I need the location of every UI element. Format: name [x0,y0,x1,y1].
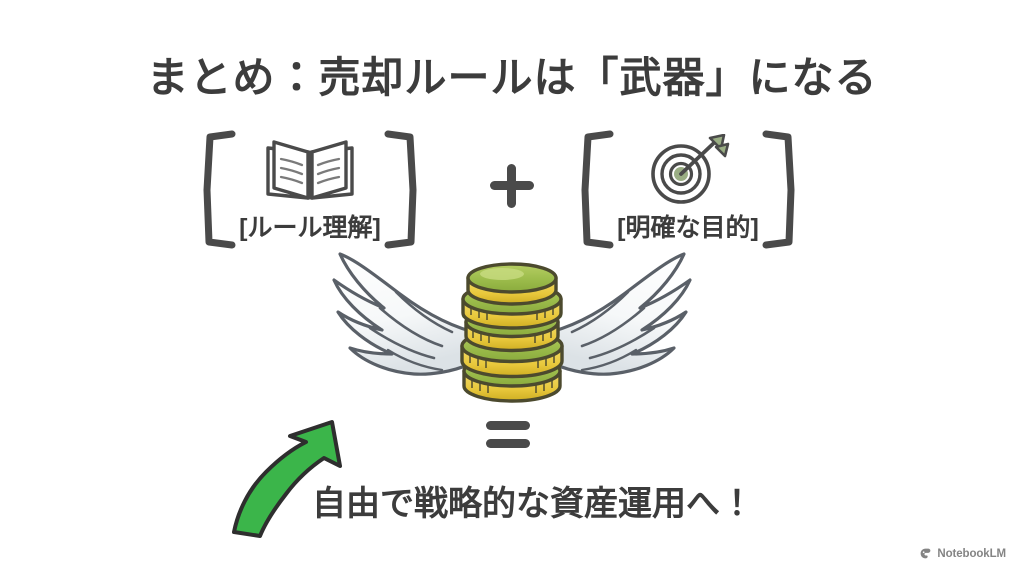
page-title: まとめ：売却ルールは「武器」になる [146,54,878,101]
equals-bar-bottom [486,439,530,448]
target-with-arrow-icon [638,134,738,206]
equals-bar-top [486,421,530,430]
plus-bar-vertical [507,164,516,208]
term-clear-purpose: [明確な目的] [578,128,798,250]
coin-stack [460,262,564,403]
term-label-rule-understanding: [ルール理解] [239,214,381,242]
notebooklm-logo-icon [920,548,931,559]
plus-operator-icon [484,157,540,213]
term-rule-understanding: [ルール理解] [200,128,420,250]
conclusion-text: 自由で戦略的な資産運用へ！ [312,485,754,523]
notebooklm-watermark: NotebookLM [919,547,1006,560]
equals-operator-icon [480,418,536,454]
bracket-pair [203,130,417,249]
open-book-icon [260,134,360,206]
winged-coin-stack-icon [312,246,712,411]
term-label-clear-purpose: [明確な目的] [617,214,759,242]
notebooklm-watermark-label: NotebookLM [937,547,1006,560]
upward-growth-arrow-icon [228,418,358,538]
bracket-pair [581,130,795,249]
right-wing [514,252,692,376]
